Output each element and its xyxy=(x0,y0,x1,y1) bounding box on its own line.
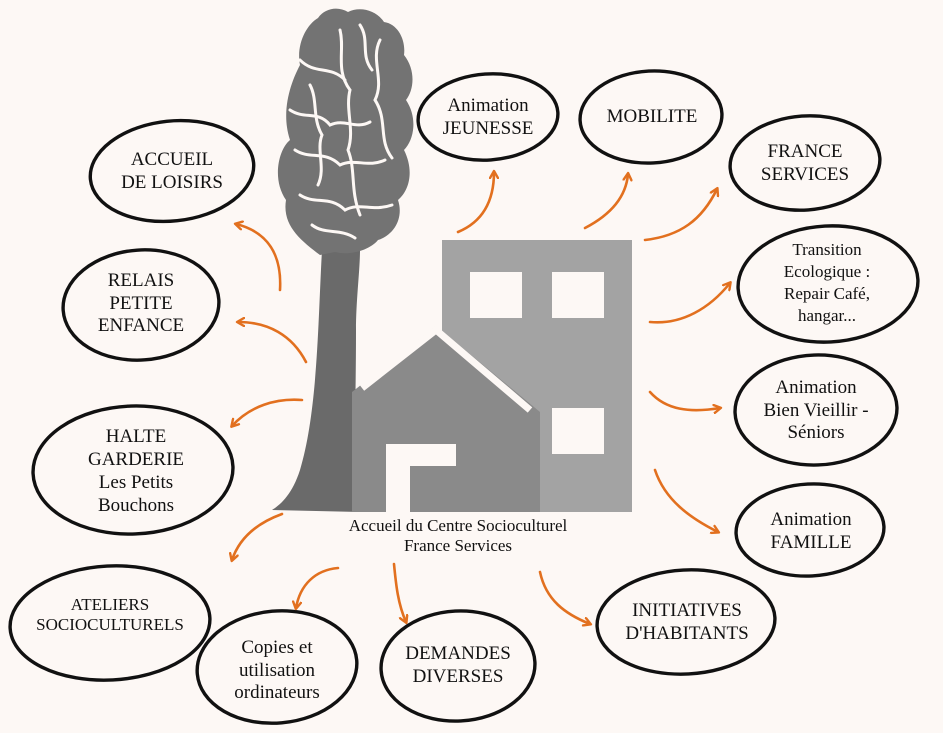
arrow-to-relais xyxy=(238,322,308,364)
arrow-to-copies xyxy=(296,566,340,608)
arrow-to-initiatives xyxy=(538,570,590,624)
house-icon xyxy=(352,325,540,512)
label-accueil-loisirs: ACCUEIL DE LOISIRS xyxy=(121,149,223,193)
label-animation-seniors: Animation Bien Vieillir - Séniors xyxy=(763,376,869,444)
bubble-initiatives-habitants xyxy=(595,568,777,676)
label-france-services: FRANCE SERVICES xyxy=(760,141,850,185)
bubble-copies-ordinateurs xyxy=(195,609,359,725)
bubble-halte-garderie xyxy=(31,404,235,536)
bubble-france-services xyxy=(728,114,882,212)
bubble-animation-seniors xyxy=(733,353,899,467)
label-initiatives-habitants: INITIATIVES D'HABITANTS xyxy=(625,600,749,644)
arrow-to-seniors xyxy=(648,390,720,410)
arrow-to-demandes xyxy=(392,562,406,622)
arrow-to-jeunesse xyxy=(456,172,494,234)
bubble-mobilite xyxy=(578,69,724,165)
arrow-to-france-services xyxy=(643,189,717,242)
arrow-to-ateliers xyxy=(232,512,284,560)
bubble-demandes-diverses xyxy=(379,609,537,723)
arrow-to-transition xyxy=(648,283,730,324)
label-animation-jeunesse: Animation JEUNESSE xyxy=(442,95,534,139)
bubble-animation-famille xyxy=(734,482,886,578)
label-transition-ecologique: Transition Ecologique : Repair Café, han… xyxy=(783,239,871,326)
arrow-to-famille xyxy=(653,468,718,532)
label-animation-famille: Animation FAMILLE xyxy=(770,509,852,553)
arrow-to-mobilite xyxy=(583,174,628,230)
label-mobilite: MOBILITE xyxy=(606,105,698,127)
label-copies-ordinateurs: Copies et utilisation ordinateurs xyxy=(234,636,320,704)
label-demandes-diverses: DEMANDES DIVERSES xyxy=(405,643,511,687)
bubble-animation-jeunesse xyxy=(416,72,560,162)
arrow-to-halte xyxy=(232,398,304,426)
tree-icon xyxy=(272,8,414,512)
arrow-to-accueil-loisirs xyxy=(236,224,282,292)
center-caption-line2: France Services xyxy=(403,536,513,556)
bubble-accueil-loisirs xyxy=(88,118,256,224)
label-halte-garderie: HALTE GARDERIE Les Petits Bouchons xyxy=(87,426,185,516)
bubble-transition-ecologique xyxy=(736,224,920,344)
bubble-relais-petite-enfance xyxy=(61,248,221,362)
bubble-ateliers-socioculturels xyxy=(8,564,212,682)
label-relais-petite-enfance: RELAIS PETITE ENFANCE xyxy=(97,269,185,337)
label-ateliers-socioculturels: ATELIERS SOCIOCULTURELS xyxy=(36,594,184,634)
center-caption-line1: Accueil du Centre Socioculturel xyxy=(348,516,568,535)
center-caption: Accueil du Centre Socioculturel France S… xyxy=(278,516,638,556)
